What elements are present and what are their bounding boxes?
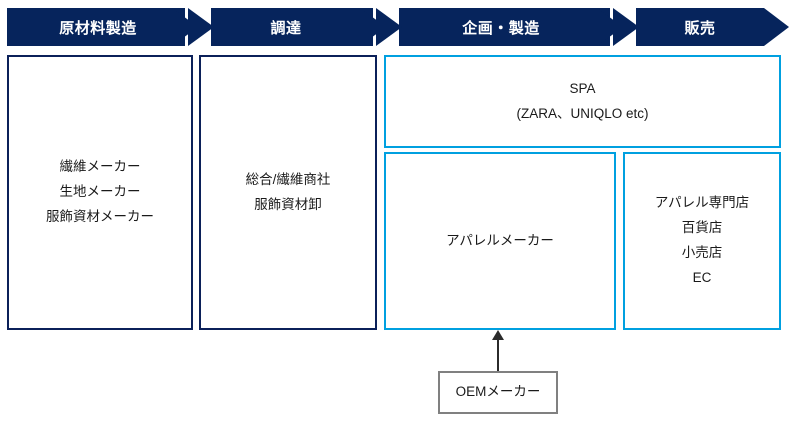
procurement-box: 総合/繊維商社 服飾資材卸 — [199, 55, 377, 330]
retail-line-1: アパレル専門店 — [654, 195, 750, 211]
oem-arrow-stem — [497, 340, 499, 372]
retail-text: アパレル専門店 百貨店 小売店 EC — [655, 191, 749, 291]
spa-line-1: SPA — [569, 80, 596, 96]
raw-material-line-1: 繊維メーカー — [59, 159, 141, 175]
raw-material-line-2: 生地メーカー — [59, 184, 141, 200]
phase-label-raw-material: 原材料製造 — [59, 19, 137, 37]
phase-label-planning-manufacturing: 企画・製造 — [462, 19, 540, 37]
procurement-line-2: 服飾資材卸 — [254, 196, 322, 212]
retail-line-3: 小売店 — [681, 245, 723, 260]
chevron-separator-3 — [610, 8, 636, 46]
oem-maker-text: OEMメーカー — [456, 380, 541, 405]
procurement-text: 総合/繊維商社 服飾資材卸 — [246, 168, 331, 218]
apparel-maker-line-1: アパレルメーカー — [446, 232, 554, 248]
oem-arrow-head-icon — [492, 330, 504, 340]
spa-text: SPA (ZARA、UNIQLO etc) — [516, 77, 648, 127]
phase-label-procurement: 調達 — [270, 19, 302, 37]
retail-box: アパレル専門店 百貨店 小売店 EC — [623, 152, 781, 330]
procurement-line-1: 総合/繊維商社 — [245, 171, 331, 187]
chevron-separator-2 — [373, 8, 399, 46]
apparel-maker-text: アパレルメーカー — [446, 229, 554, 254]
retail-line-2: 百貨店 — [681, 220, 723, 236]
raw-material-box: 繊維メーカー 生地メーカー 服飾資材メーカー — [7, 55, 193, 330]
raw-material-text: 繊維メーカー 生地メーカー 服飾資材メーカー — [46, 155, 154, 230]
oem-maker-box: OEMメーカー — [438, 371, 558, 414]
spa-box: SPA (ZARA、UNIQLO etc) — [384, 55, 781, 148]
oem-maker-line-1: OEMメーカー — [455, 384, 541, 400]
retail-line-4: EC — [692, 269, 712, 285]
spa-line-2: (ZARA、UNIQLO etc) — [516, 105, 649, 121]
phase-label-sales: 販売 — [684, 19, 716, 37]
chevron-separator-1 — [185, 8, 211, 46]
raw-material-line-3: 服飾資材メーカー — [46, 208, 154, 224]
apparel-maker-box: アパレルメーカー — [384, 152, 616, 330]
